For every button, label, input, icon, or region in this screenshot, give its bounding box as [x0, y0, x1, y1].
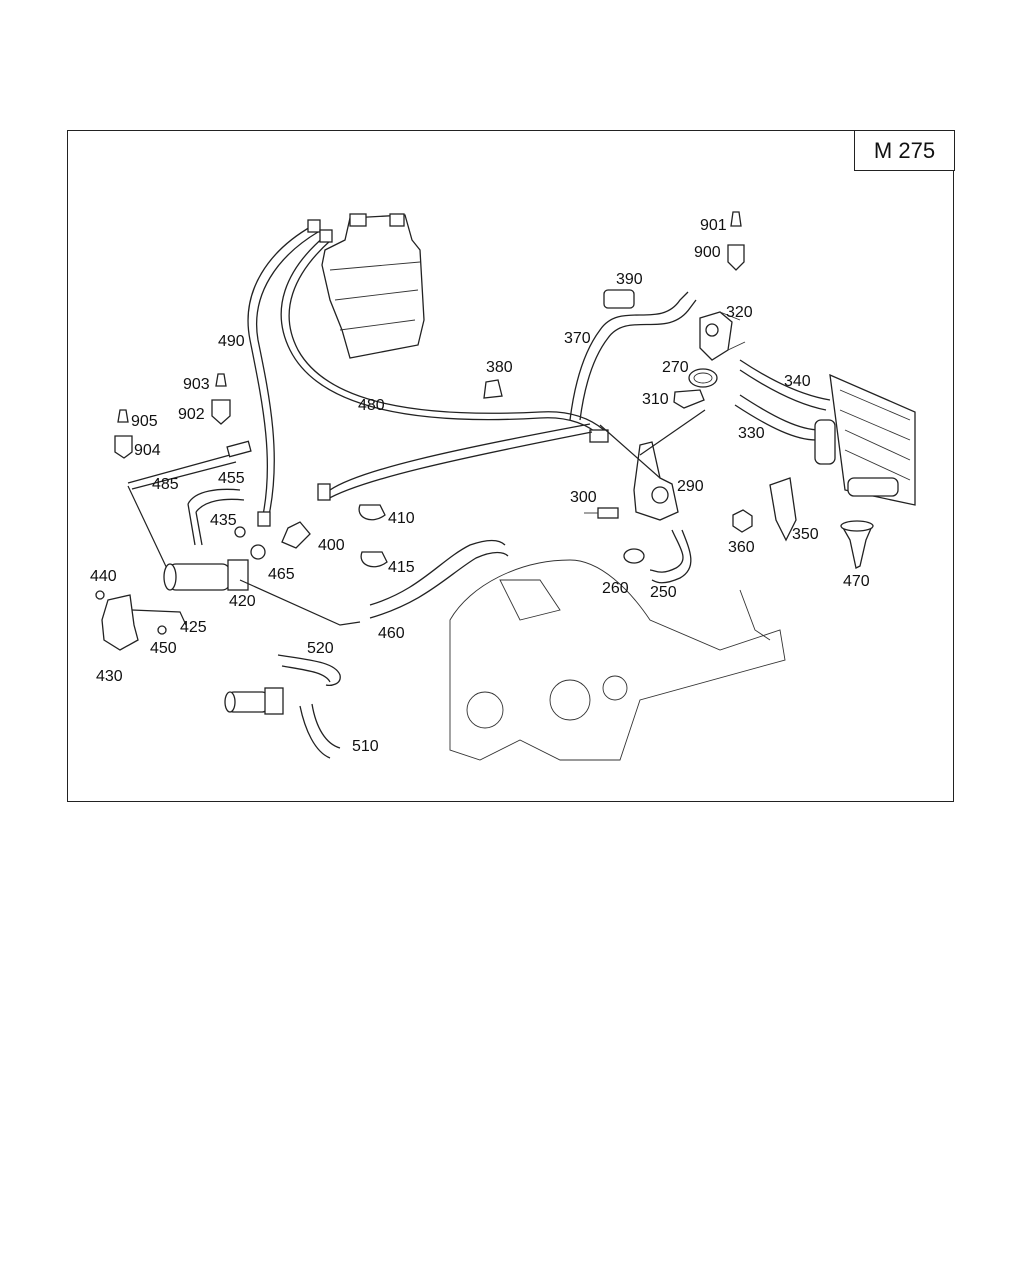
hose-250 — [649, 529, 692, 584]
bracket-430 — [101, 594, 187, 651]
pump-510 — [224, 687, 284, 715]
callout-470: 470 — [843, 573, 870, 590]
callout-435: 435 — [210, 512, 237, 529]
hose-460 — [369, 539, 509, 619]
callout-390: 390 — [616, 271, 643, 288]
pump-420 — [163, 544, 361, 626]
nut-360 — [732, 509, 753, 533]
callout-900: 900 — [694, 244, 721, 261]
clamp-435 — [234, 526, 246, 538]
hose-520 — [277, 654, 341, 686]
callout-490: 490 — [218, 333, 245, 350]
clip-410 — [358, 504, 388, 568]
callout-270: 270 — [662, 359, 689, 376]
callout-520: 520 — [307, 640, 334, 657]
callout-455: 455 — [218, 470, 245, 487]
callout-902: 902 — [178, 406, 205, 423]
hose-480 — [280, 229, 609, 443]
callout-300: 300 — [570, 489, 597, 506]
valve-320 — [699, 311, 746, 361]
heater-core — [734, 359, 916, 506]
grommet-470 — [840, 520, 874, 569]
callout-903: 903 — [183, 376, 210, 393]
hose-455 — [187, 488, 245, 546]
callout-310: 310 — [642, 391, 669, 408]
callout-350: 350 — [792, 526, 819, 543]
hose-400 — [281, 521, 311, 549]
callout-905: 905 — [131, 413, 158, 430]
callout-480: 480 — [358, 397, 385, 414]
callout-430: 430 — [96, 668, 123, 685]
nut-450 — [157, 625, 167, 635]
callout-415: 415 — [388, 559, 415, 576]
sensor-904 — [114, 409, 133, 459]
callout-460: 460 — [378, 625, 405, 642]
clamp-260 — [623, 548, 645, 564]
callout-380: 380 — [486, 359, 513, 376]
model-code-box: M 275 — [854, 130, 955, 171]
screw-300 — [584, 507, 619, 519]
callout-400: 400 — [318, 537, 345, 554]
callout-260: 260 — [602, 580, 629, 597]
callout-465: 465 — [268, 566, 295, 583]
callout-340: 340 — [784, 373, 811, 390]
callout-420: 420 — [229, 593, 256, 610]
callout-510: 510 — [352, 738, 379, 755]
nut-440 — [95, 590, 105, 600]
callout-450: 450 — [150, 640, 177, 657]
bracket-290 — [599, 409, 706, 521]
rod-485 — [127, 440, 252, 576]
callout-410: 410 — [388, 510, 415, 527]
callout-485: 485 — [152, 476, 179, 493]
callout-360: 360 — [728, 539, 755, 556]
expansion-tank — [321, 213, 425, 359]
hose-370 — [317, 291, 697, 501]
sensor-902 — [211, 373, 231, 425]
callout-370: 370 — [564, 330, 591, 347]
callout-320: 320 — [726, 304, 753, 321]
part-390-sleeve — [603, 289, 635, 309]
callout-440: 440 — [90, 568, 117, 585]
engine-block — [449, 559, 786, 761]
callout-290: 290 — [677, 478, 704, 495]
callout-901: 901 — [700, 217, 727, 234]
callout-330: 330 — [738, 425, 765, 442]
hose-310 — [673, 389, 705, 409]
diagram-frame — [67, 130, 954, 802]
clamp-270 — [688, 368, 718, 388]
callout-250: 250 — [650, 584, 677, 601]
sensor-900 — [727, 211, 745, 271]
model-code-label: M 275 — [873, 137, 936, 163]
callout-904: 904 — [134, 442, 161, 459]
hose-510 — [299, 703, 341, 759]
clip-350 — [769, 477, 797, 542]
hose-490 — [247, 219, 321, 527]
callout-425: 425 — [180, 619, 207, 636]
bolt-380 — [483, 379, 503, 399]
